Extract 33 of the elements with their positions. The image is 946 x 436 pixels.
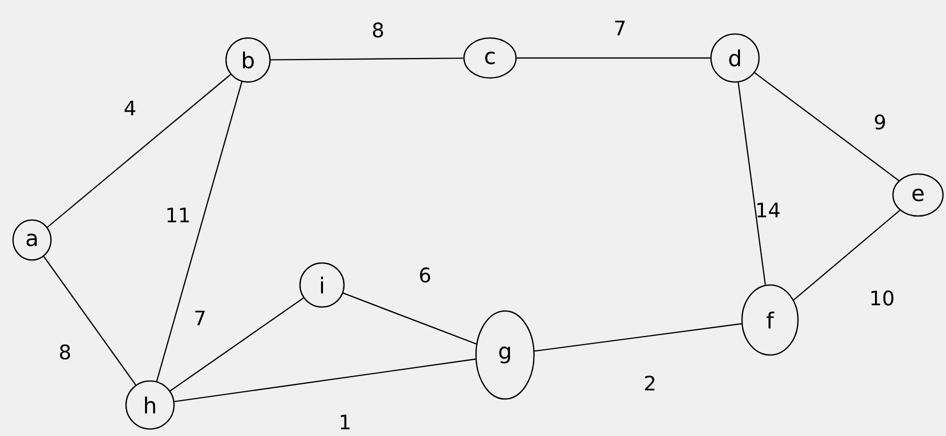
edge-weight: 7 bbox=[615, 20, 625, 36]
graph-edge bbox=[516, 57, 710, 59]
graph-node: h bbox=[125, 380, 175, 430]
graph-node: c bbox=[463, 37, 517, 79]
edge-weight: 6 bbox=[420, 267, 430, 283]
graph-edge bbox=[270, 58, 464, 60]
graph-edge bbox=[793, 210, 900, 300]
graph-edge bbox=[534, 323, 742, 352]
edge-weight: 10 bbox=[871, 290, 894, 306]
edge-weight: 7 bbox=[195, 310, 205, 326]
edge-weight: 14 bbox=[757, 202, 780, 218]
graph-edge bbox=[47, 74, 231, 228]
edge-weight: 11 bbox=[167, 208, 189, 222]
graph-edge bbox=[174, 358, 476, 402]
graph-edge bbox=[43, 256, 136, 386]
graph-node: g bbox=[475, 310, 535, 400]
edge-weight: 1 bbox=[340, 414, 350, 430]
graph-edge bbox=[170, 297, 304, 392]
edge-weight: 9 bbox=[874, 114, 885, 130]
edge-weight: 8 bbox=[60, 344, 70, 360]
graph-node: f bbox=[741, 284, 799, 356]
graph-node: b bbox=[225, 37, 271, 83]
edge-weight: 2 bbox=[645, 376, 654, 390]
edge-weight: 4 bbox=[124, 100, 136, 116]
graph-edge bbox=[754, 72, 900, 182]
graph-node: d bbox=[710, 33, 760, 83]
graph-edge bbox=[738, 82, 766, 285]
edge-weight: 8 bbox=[373, 22, 383, 38]
graph-node: e bbox=[892, 173, 944, 217]
graph-edge bbox=[156, 82, 242, 382]
graph-node: a bbox=[12, 219, 52, 261]
graph-edge bbox=[342, 292, 476, 345]
graph-node: i bbox=[299, 262, 345, 308]
